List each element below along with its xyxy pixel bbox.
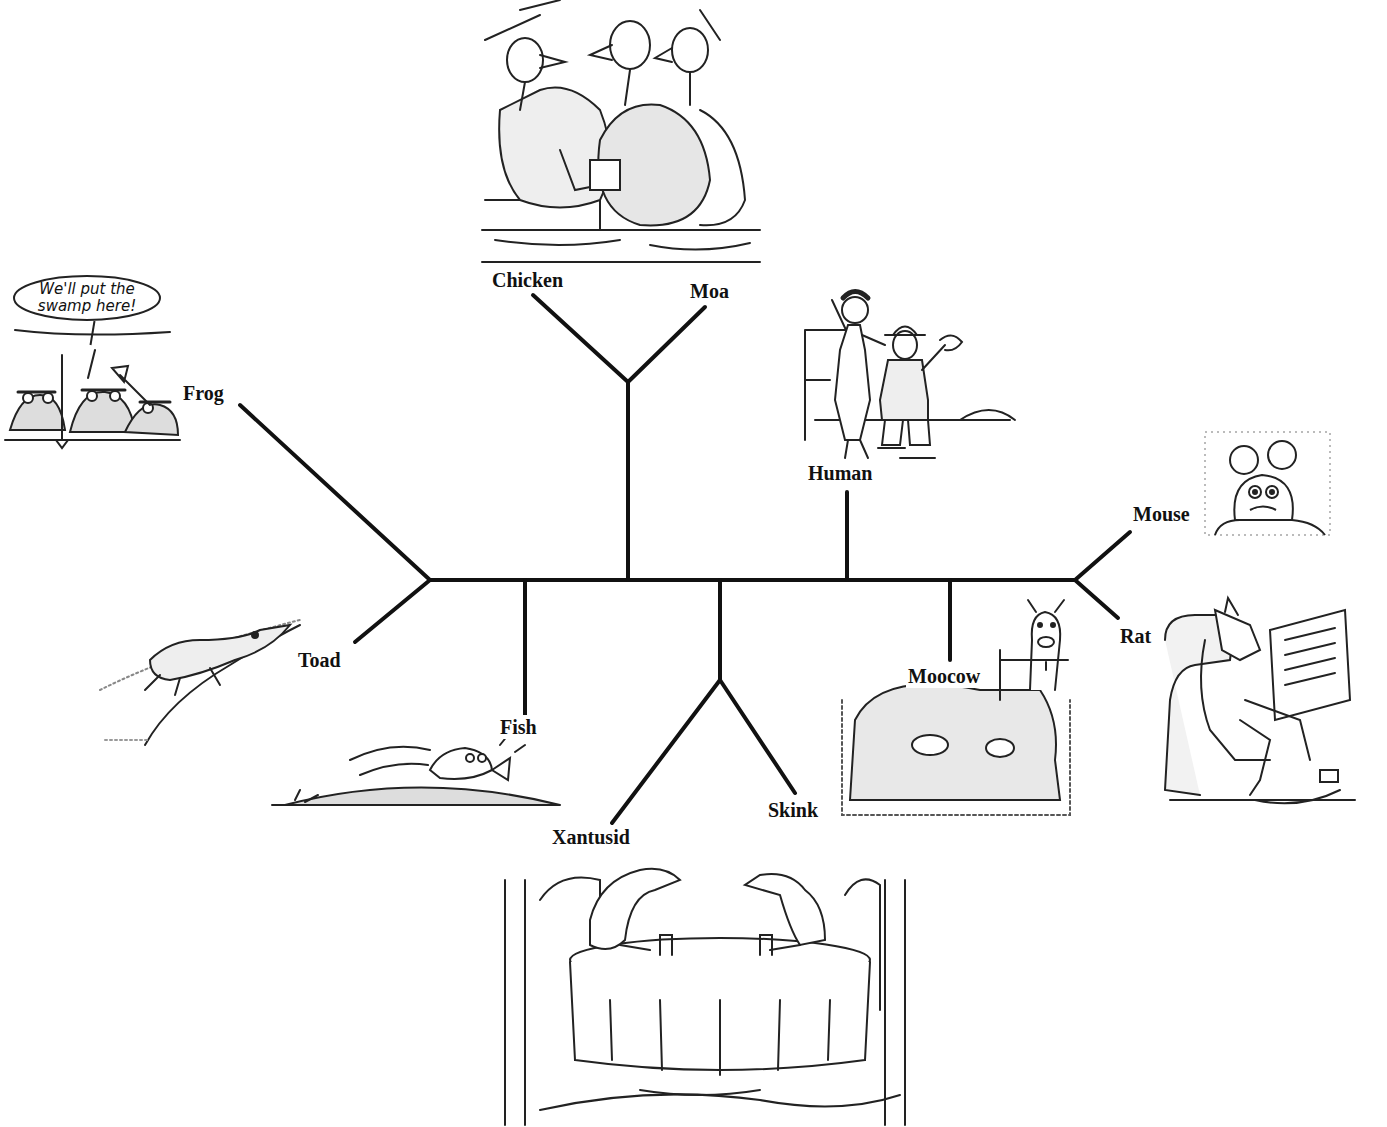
mouse-cartoon <box>1205 432 1330 535</box>
leaf-label: Chicken <box>490 268 565 292</box>
leaf-label: Frog <box>181 381 226 405</box>
speech-bubble: We'll put the swamp here! <box>12 274 162 322</box>
leaf-label: Rat <box>1118 624 1153 648</box>
leaf-label: Toad <box>296 648 343 672</box>
rat-cartoon <box>1165 598 1355 803</box>
xantusid-cartoon <box>505 869 905 1125</box>
chicken-cartoon <box>482 0 760 262</box>
leaf-label: Xantusid <box>550 825 632 849</box>
speech-tail <box>91 321 95 345</box>
leaf-label: Moa <box>688 279 731 303</box>
leaf-label: Mouse <box>1131 502 1192 526</box>
leaf-label: Human <box>806 461 874 485</box>
leaf-label: Moocow <box>906 664 982 688</box>
toad-cartoon <box>100 620 300 745</box>
leaf-label: Skink <box>766 798 820 822</box>
tree-branches <box>240 295 1130 823</box>
moocow-cartoon <box>842 600 1070 815</box>
human-cartoon <box>805 292 1015 459</box>
fish-cartoon <box>272 735 560 805</box>
frog-cartoon <box>5 330 180 448</box>
leaf-label: Fish <box>498 715 539 739</box>
speech-text: We'll put the swamp here! <box>28 281 146 315</box>
